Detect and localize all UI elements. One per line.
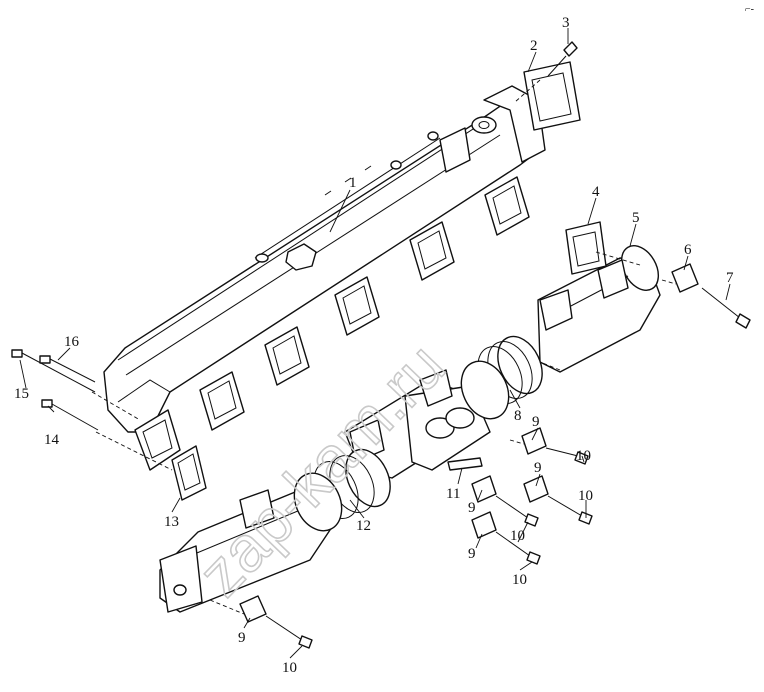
callout-10: 10: [512, 572, 527, 588]
callout-10: 10: [576, 448, 591, 464]
callout-10: 10: [282, 660, 297, 676]
callout-11: 11: [446, 486, 460, 502]
callout-4: 4: [592, 184, 600, 200]
leader-lines: [19, 28, 731, 659]
exhaust-manifold-rear: [537, 245, 661, 373]
spacers-and-bolts: [239, 263, 751, 649]
callout-9: 9: [468, 500, 476, 516]
callout-12: 12: [356, 518, 371, 534]
intake-ports: [134, 176, 530, 471]
callout-13: 13: [164, 514, 179, 530]
callout-10: 10: [510, 528, 525, 544]
bellows-12: [293, 448, 391, 532]
callout-6: 6: [684, 242, 692, 258]
gasket-13: [171, 445, 207, 501]
gasket-2: [523, 61, 581, 131]
callout-16: 16: [64, 334, 80, 350]
callout-3: 3: [562, 15, 570, 31]
callout-9: 9: [534, 460, 542, 476]
callout-7: 7: [726, 270, 734, 286]
callout-2: 2: [530, 38, 538, 54]
corner-mark: ⌐-: [745, 4, 754, 15]
callout-14: 14: [44, 432, 60, 448]
callout-10: 10: [578, 488, 593, 504]
callout-9: 9: [238, 630, 246, 646]
watermark: zap-kam.ru: [184, 329, 458, 609]
intake-manifold: [103, 85, 546, 471]
callout-labels: 1 2 3 4 5 6 7 8 9 10 9 10 11 9 10 12 9 1…: [14, 15, 734, 676]
gasket-4: [565, 221, 607, 275]
callout-8: 8: [514, 408, 522, 424]
callout-9: 9: [468, 546, 476, 562]
callout-9: 9: [532, 414, 540, 430]
bellows-8: [460, 335, 543, 420]
callout-15: 15: [14, 386, 29, 402]
bolt-3: [547, 41, 578, 77]
bolts-14-16: [11, 349, 99, 431]
exhaust-manifold-front: [159, 489, 331, 613]
callout-1: 1: [349, 175, 357, 191]
callout-5: 5: [632, 210, 640, 226]
assembly-lines: [91, 79, 677, 615]
